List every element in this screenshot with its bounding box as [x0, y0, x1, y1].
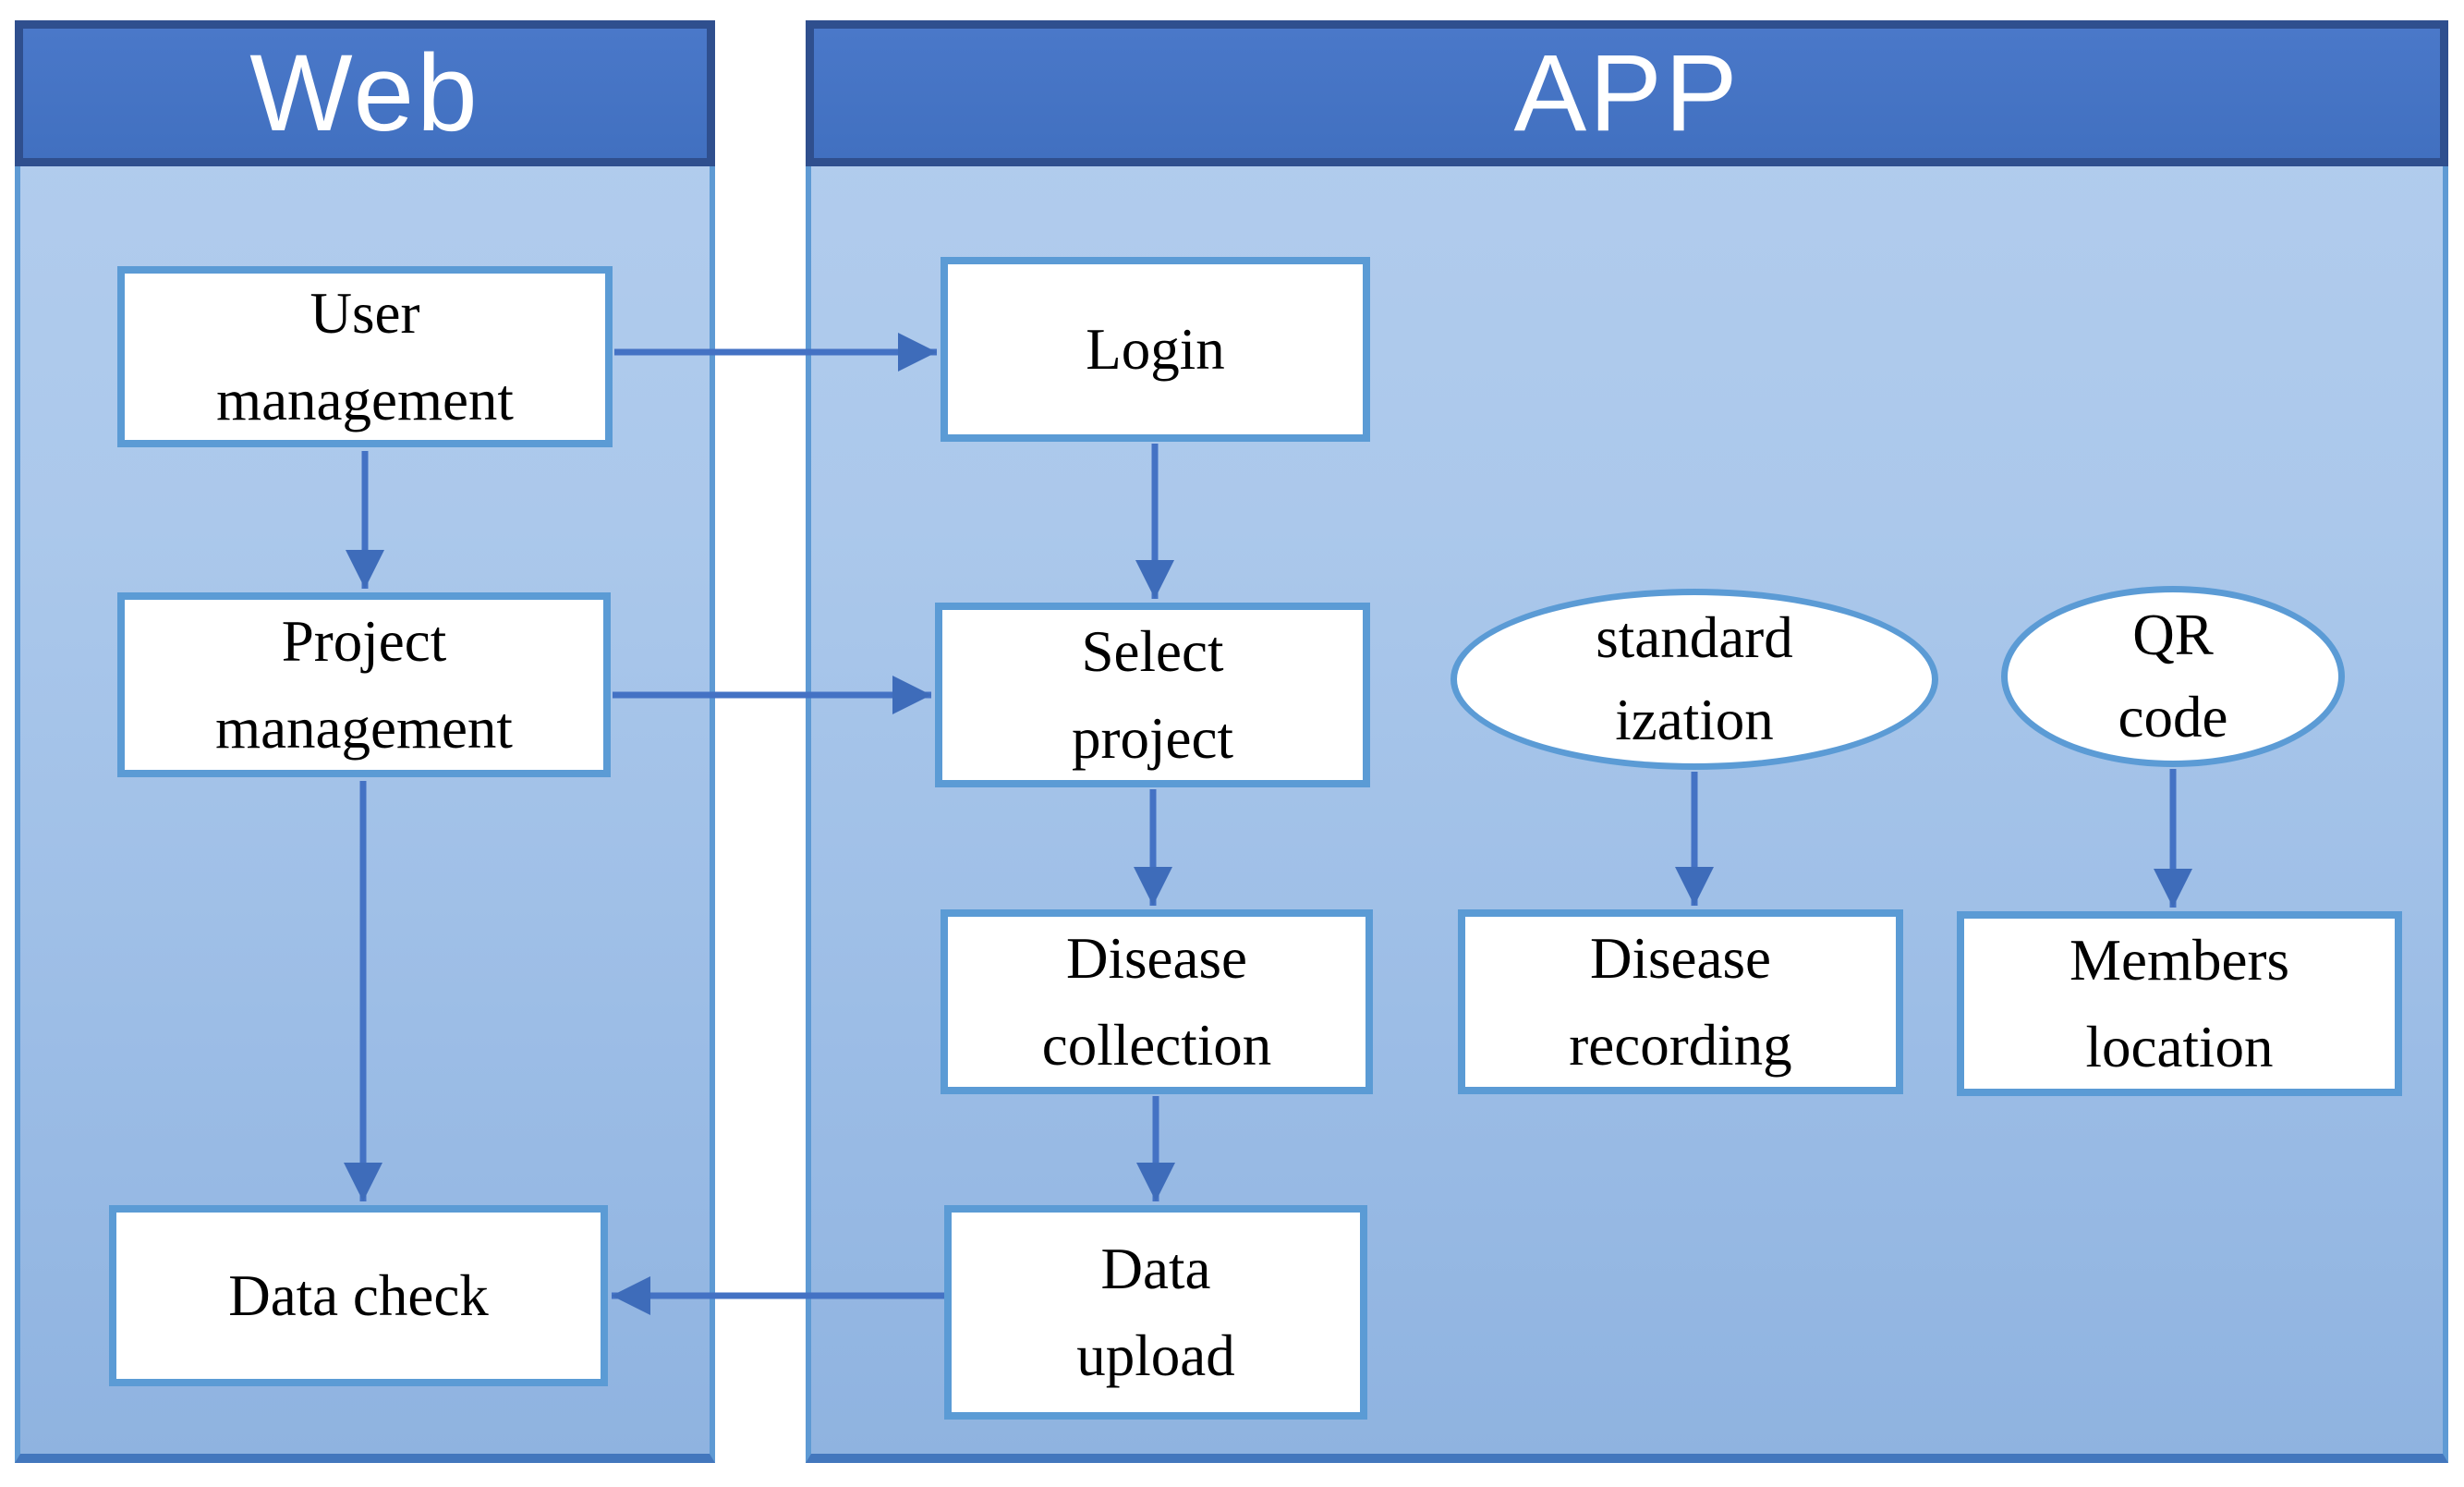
node-project-management: Project management [117, 592, 611, 777]
web-panel-title: Web [249, 32, 480, 154]
web-panel-header: Web [15, 20, 715, 166]
node-project-management-label: Project management [215, 608, 513, 762]
node-standardization-label: standard ization [1596, 604, 1793, 752]
node-user-management: User management [117, 266, 613, 447]
app-panel-header: APP [806, 20, 2448, 166]
app-panel-title: APP [1513, 32, 1741, 154]
node-disease-collection-label: Disease collection [1041, 925, 1272, 1079]
node-data-check-label: Data check [228, 1262, 489, 1328]
node-data-upload-label: Data upload [1076, 1236, 1235, 1389]
node-data-check: Data check [109, 1205, 608, 1386]
node-disease-recording-label: Disease recording [1569, 925, 1792, 1079]
node-select-project: Select project [935, 603, 1370, 787]
node-data-upload: Data upload [944, 1205, 1367, 1420]
node-standardization: standard ization [1450, 589, 1938, 770]
node-login-label: Login [1086, 316, 1225, 382]
node-qr-code-label: QR code [2118, 602, 2228, 750]
node-members-location-label: Members location [2070, 927, 2289, 1080]
node-select-project-label: Select project [1072, 618, 1233, 772]
node-disease-collection: Disease collection [941, 909, 1373, 1094]
node-login: Login [941, 257, 1370, 442]
node-disease-recording: Disease recording [1458, 909, 1903, 1094]
node-members-location: Members location [1957, 911, 2402, 1096]
node-user-management-label: User management [216, 280, 514, 433]
node-qr-code: QR code [2001, 586, 2345, 767]
